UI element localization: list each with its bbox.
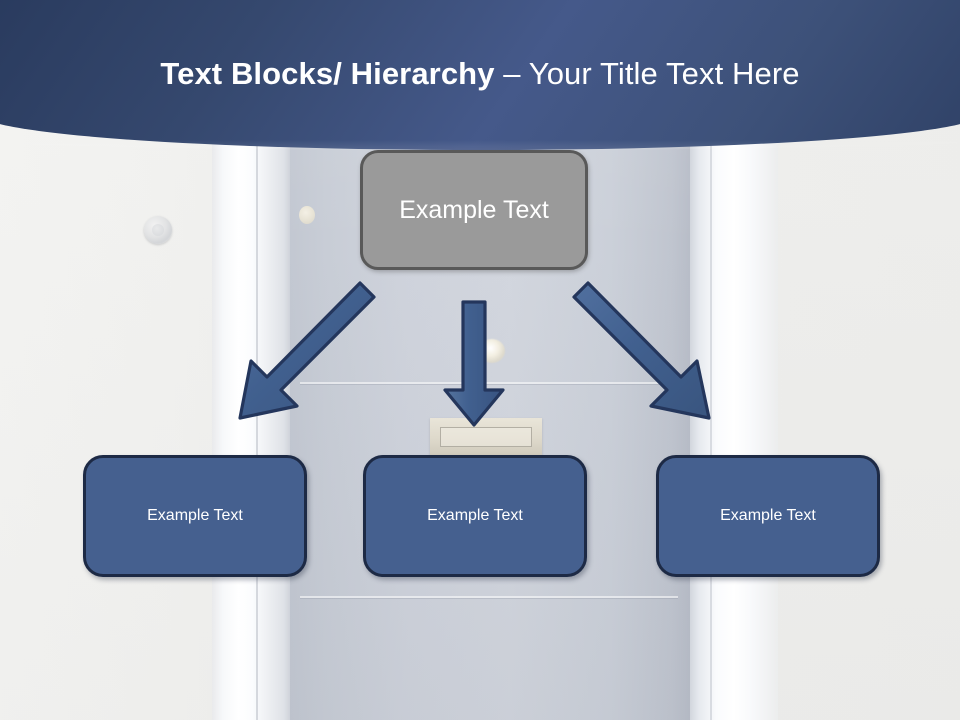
door-handle [479,339,505,363]
title-banner [0,0,960,150]
hierarchy-child-box-2[interactable]: Example Text [363,455,587,577]
page-title-regular: – Your Title Text Here [503,56,800,91]
door-screw [299,206,315,224]
door-letterbox-plate [430,418,542,456]
page-title-bold: Text Blocks/ Hierarchy [160,56,504,91]
wall-fixture-knob [144,216,172,244]
hierarchy-child-box-3[interactable]: Example Text [656,455,880,577]
door-panel-line [300,382,678,384]
door-panel-line [300,596,678,598]
hierarchy-root-box[interactable]: Example Text [360,150,588,270]
page-title: Text Blocks/ Hierarchy – Your Title Text… [0,54,960,94]
hierarchy-child-box-1[interactable]: Example Text [83,455,307,577]
